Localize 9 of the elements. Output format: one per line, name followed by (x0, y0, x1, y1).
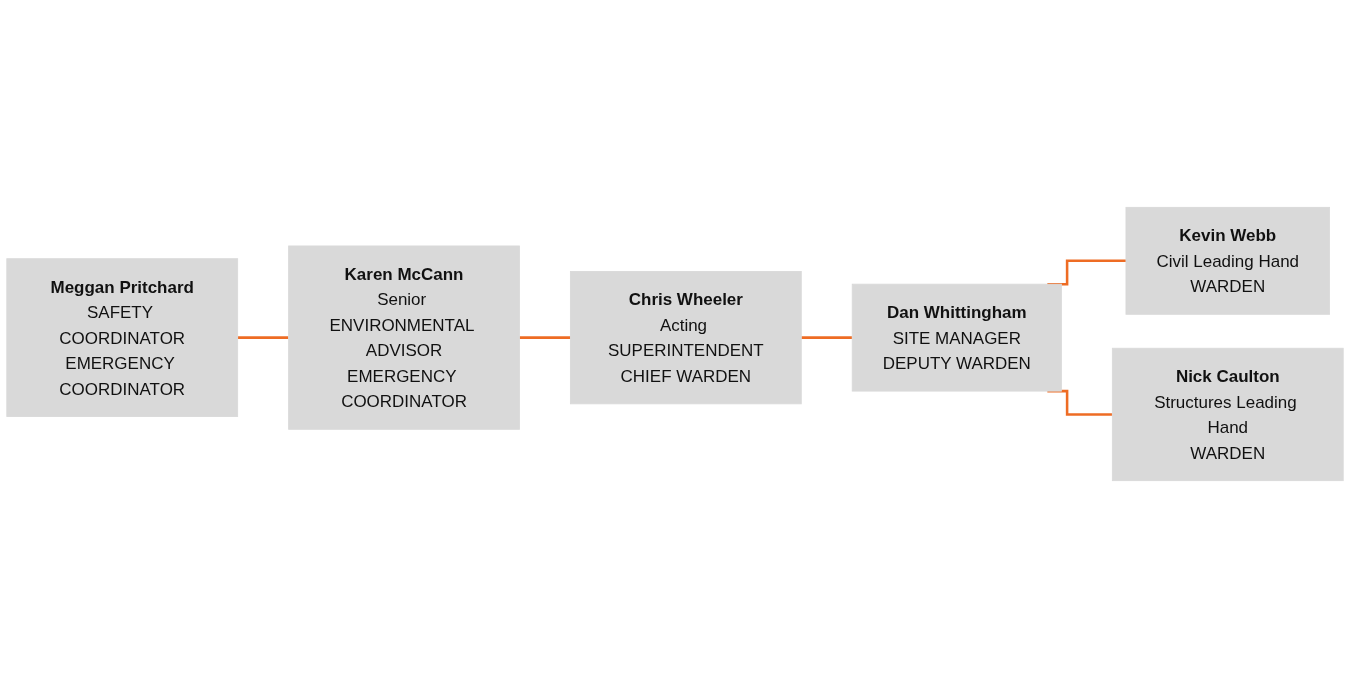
node-box: Nick Caulton Structures Leading Hand WARDEN (1111, 347, 1344, 482)
connector (801, 336, 853, 339)
node-box: Dan Whittingham SITE MANAGER DEPUTY WARDEN (851, 283, 1062, 392)
connector (519, 336, 571, 339)
connector (237, 336, 289, 339)
node-box: Meggan Pritchard SAFETY COORDINATOR EMERGENCY COORDINATOR (6, 258, 239, 417)
node-box: Kevin Webb Civil Leading Hand WARDEN (1125, 206, 1330, 315)
node-box: Karen McCann Senior ENVIRONMENTAL ADVISOR EMERGENCY COORDINATOR (288, 245, 520, 430)
node-box: Chris Wheeler Acting SUPERINTENDENT CHIEF WARDEN (569, 271, 802, 405)
